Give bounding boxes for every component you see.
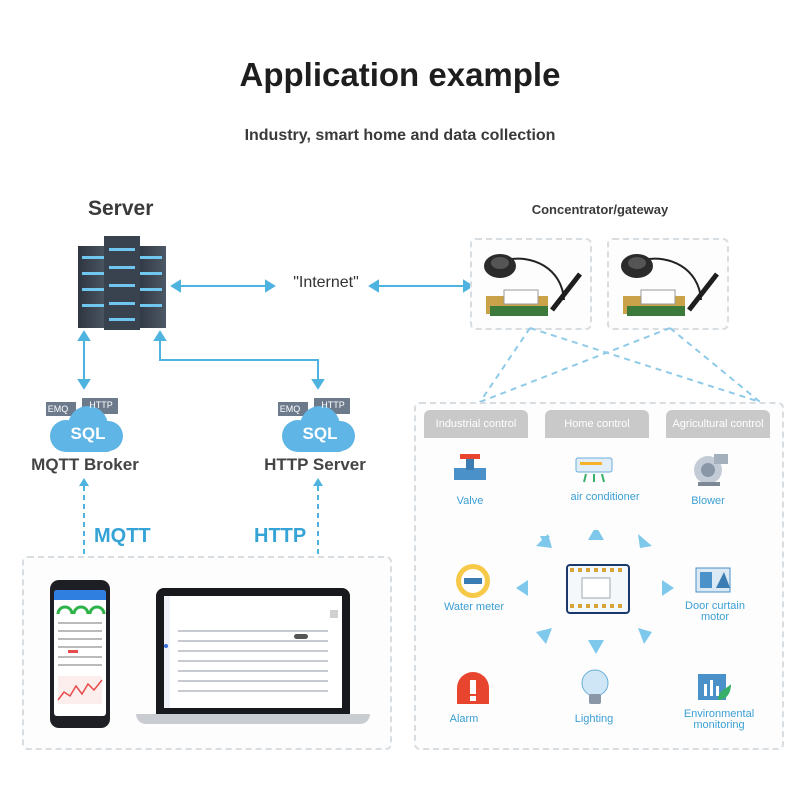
http-tag: HTTP — [89, 400, 113, 410]
internet-arrows — [170, 279, 474, 293]
tab-industrial-control: Industrial control — [424, 410, 528, 438]
sql-tag: SQL — [70, 424, 106, 443]
alarm-label: Alarm — [449, 713, 479, 725]
internet-label: "Internet" — [293, 274, 359, 291]
http-server-cloud-icon — [278, 398, 355, 452]
gateway-box-1 — [470, 238, 592, 330]
gateway-label: Concentrator/gateway — [531, 202, 669, 217]
server-rack-icon — [78, 236, 166, 330]
lighting-label: Lighting — [574, 713, 614, 725]
air-conditioner-label: air conditioner — [570, 491, 640, 503]
gateway-box-2 — [607, 238, 729, 330]
door-curtain-motor-icon — [695, 567, 731, 593]
valve-icon — [454, 454, 486, 480]
server-label: Server — [88, 197, 154, 220]
tab-agricultural-control: Agricultural control — [666, 410, 770, 438]
smartphone-icon — [50, 580, 110, 728]
tab-home-control: Home control — [545, 410, 649, 438]
page-title: Application example — [239, 56, 561, 93]
alarm-icon — [457, 672, 489, 704]
gateway-links — [479, 327, 761, 403]
blower-label: Blower — [691, 495, 725, 507]
http-server-label: HTTP Server — [264, 455, 366, 474]
valve-label: Valve — [456, 495, 484, 507]
water-meter-icon — [456, 564, 490, 598]
sql-tag: SQL — [302, 424, 338, 443]
emq-tag: EMQ — [47, 404, 69, 414]
mqtt-broker-label: MQTT Broker — [31, 455, 139, 474]
page-subtitle: Industry, smart home and data collection — [244, 127, 556, 144]
environmental-monitoring-icon — [698, 674, 731, 700]
air-conditioner-icon — [575, 457, 613, 483]
gateway-board-icon — [621, 254, 719, 316]
laptop-icon — [156, 588, 350, 714]
mqtt-broker-cloud-icon — [46, 398, 123, 452]
server-broker-arrows — [77, 330, 325, 390]
water-meter-label: Water meter — [443, 601, 505, 613]
controller-module-icon — [566, 564, 630, 614]
central-arrows — [516, 530, 674, 654]
blower-icon — [694, 454, 728, 486]
http-tag: HTTP — [321, 400, 345, 410]
laptop-base — [136, 714, 370, 724]
environmental-monitoring-label: Environmental monitoring — [683, 708, 755, 731]
emq-tag: EMQ — [279, 404, 301, 414]
gateway-board-icon — [484, 254, 582, 316]
door-curtain-motor-label: Door curtain motor — [685, 600, 745, 623]
http-protocol-label: HTTP — [254, 525, 307, 547]
mqtt-protocol-label: MQTT — [94, 525, 151, 547]
lighting-icon — [581, 669, 609, 704]
